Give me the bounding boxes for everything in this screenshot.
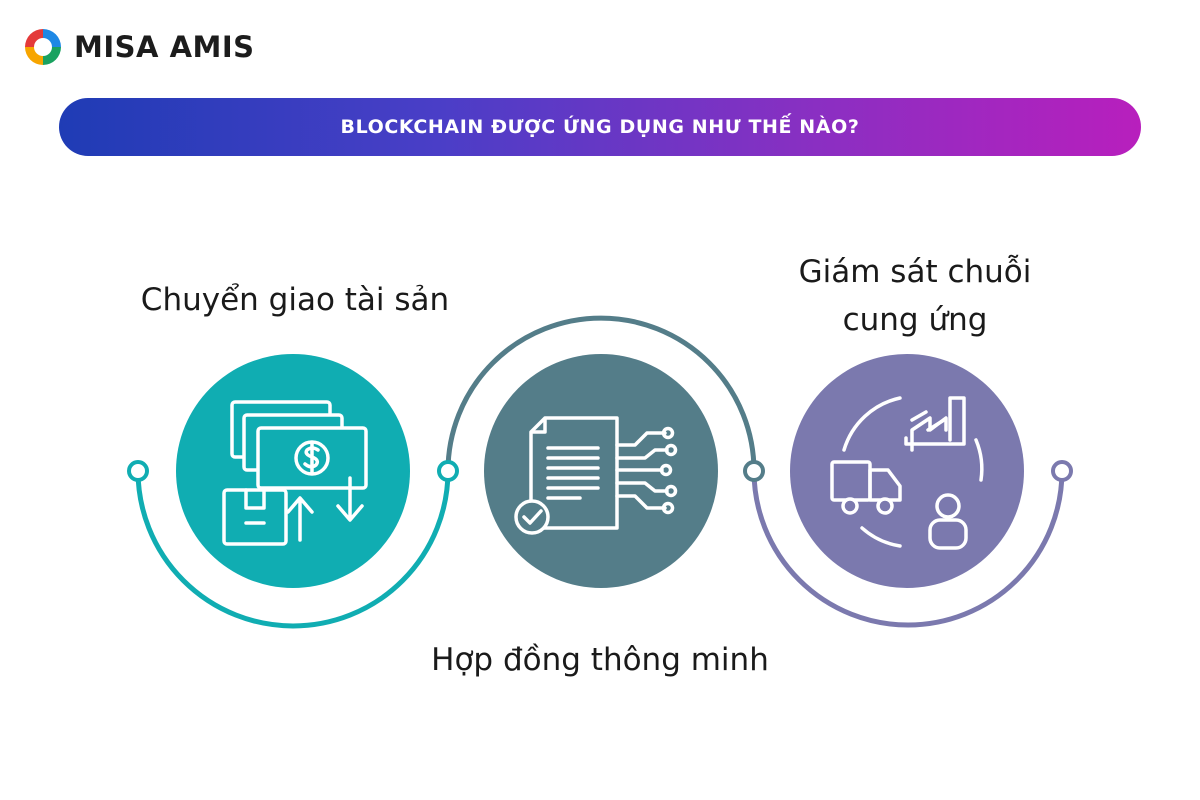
arc-supply-chain: [751, 470, 1065, 628]
brand-logo: MISA AMIS: [22, 26, 255, 68]
misa-logo-icon: [25, 29, 61, 65]
step-supply-chain-circle: [790, 354, 1024, 588]
label-supply-chain-line1: Giám sát chuỗi: [798, 254, 1032, 290]
label-supply-chain: Giám sát chuỗi cung ứng: [745, 248, 1085, 344]
connector-dot: [1051, 460, 1073, 482]
smart-contract-icon: [514, 416, 678, 535]
label-smart-contract: Hợp đồng thông minh: [431, 642, 769, 678]
connector-dot: [743, 460, 765, 482]
supply-chain-icon: [830, 396, 984, 550]
label-asset-transfer: Chuyển giao tài sản: [140, 282, 450, 318]
connector-dot: [127, 460, 149, 482]
arc-smart-contract: [445, 315, 757, 472]
banner-title: BLOCKCHAIN ĐƯỢC ỨNG DỤNG NHƯ THẾ NÀO?: [340, 116, 860, 138]
step-asset-transfer-circle: [176, 354, 410, 588]
label-supply-chain-line2: cung ứng: [842, 302, 988, 339]
step-smart-contract-circle: [484, 354, 718, 588]
arc-asset-transfer: [135, 470, 451, 629]
brand-name: MISA AMIS: [74, 30, 255, 64]
title-banner: BLOCKCHAIN ĐƯỢC ỨNG DỤNG NHƯ THẾ NÀO?: [59, 98, 1141, 156]
connector-dot: [437, 460, 459, 482]
money-transfer-icon: [222, 400, 368, 546]
